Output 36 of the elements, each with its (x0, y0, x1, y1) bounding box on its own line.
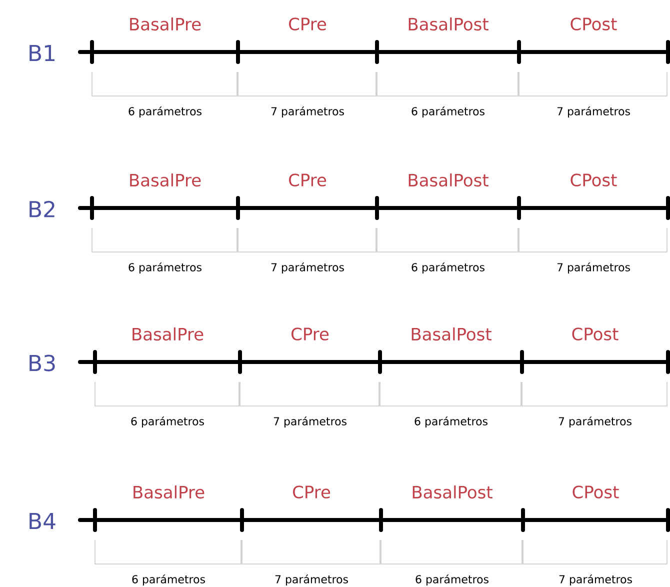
segment-label: CPre (293, 486, 330, 498)
segment-label: BasalPre (130, 173, 201, 187)
segment-label: BasalPre (132, 327, 204, 341)
segment-label: CPost (572, 486, 619, 498)
segment-label: CPre (292, 328, 329, 340)
parameter-count: 6 parámetros (412, 262, 484, 274)
parameter-count: 6 parámetros (131, 416, 204, 428)
segment-label: BasalPost (412, 485, 492, 499)
parameter-count: 6 parámetros (132, 574, 205, 586)
parameter-count: 6 parámetros (128, 106, 202, 118)
parameter-count: 7 parámetros (557, 262, 630, 274)
parameter-count: 7 parámetros (274, 416, 346, 428)
parameter-count: 7 parámetros (557, 106, 630, 118)
parameter-count: 7 parámetros (271, 106, 344, 118)
segment-label: BasalPre (130, 17, 201, 31)
segment-label: BasalPre (134, 485, 204, 499)
row-label: B4 (30, 512, 56, 530)
parameter-count: 6 parámetros (414, 416, 488, 428)
segment-label: CPost (570, 18, 617, 30)
segment-label: CPre (289, 18, 326, 30)
parameter-count: 6 parámetros (416, 574, 488, 586)
parameter-count: 6 parámetros (128, 262, 202, 274)
segment-label: CPost (572, 328, 618, 340)
row-label: B1 (30, 44, 55, 62)
row-label: B2 (30, 200, 54, 218)
segment-label: CPost (570, 174, 617, 186)
parameter-count: 7 parámetros (558, 416, 632, 428)
parameter-count: 7 parámetros (275, 574, 348, 586)
segment-label: BasalPost (408, 17, 488, 31)
row-label: B3 (30, 354, 55, 372)
segment-label: BasalPost (408, 173, 488, 187)
segment-label: BasalPost (412, 327, 492, 341)
parameter-count: 6 parámetros (412, 106, 484, 118)
parameter-count: 7 parámetros (271, 262, 344, 274)
segment-label: CPre (289, 174, 326, 186)
parameter-count: 7 parámetros (559, 574, 632, 586)
